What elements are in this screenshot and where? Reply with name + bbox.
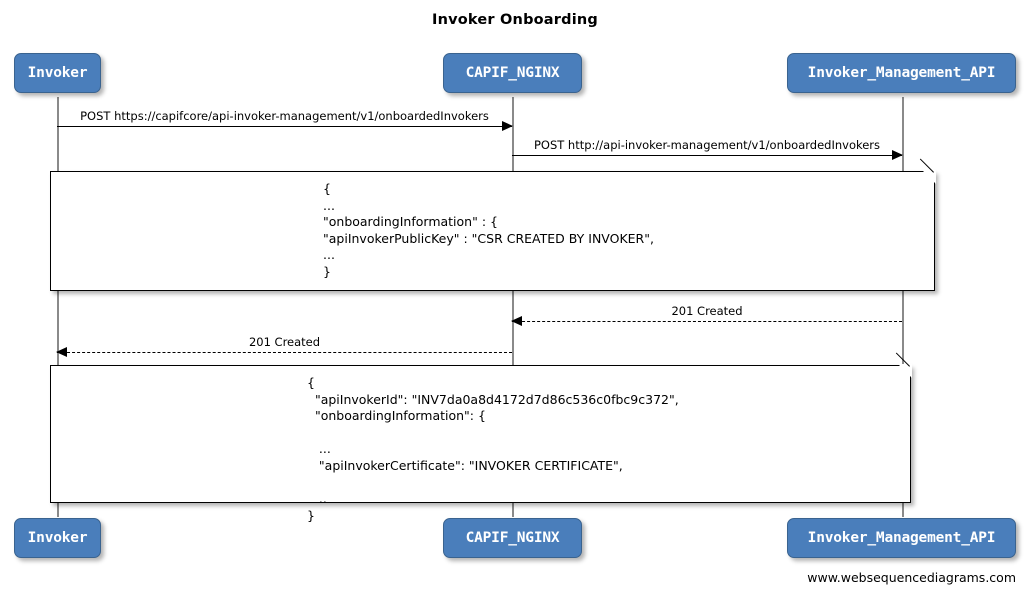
arrowhead-right-icon bbox=[892, 149, 903, 160]
participant-capif-nginx-bottom[interactable]: CAPIF_NGINX bbox=[443, 518, 582, 558]
lifeline-invoker bbox=[57, 97, 59, 517]
note-text: { "apiInvokerId": "INV7da0a8d4172d7d86c5… bbox=[307, 375, 679, 523]
message-line bbox=[512, 155, 902, 156]
note-text: { ... "onboardingInformation" : { "apiIn… bbox=[323, 181, 654, 279]
lifeline-capif-nginx bbox=[512, 97, 514, 517]
participant-invoker-management-api-bottom[interactable]: Invoker_Management_API bbox=[787, 518, 1016, 558]
note-onboarding-response: { "apiInvokerId": "INV7da0a8d4172d7d86c5… bbox=[50, 352, 912, 523]
participant-invoker-top[interactable]: Invoker bbox=[14, 53, 101, 93]
message-label: 201 Created bbox=[512, 304, 902, 318]
message-label: POST https://capifcore/api-invoker-manag… bbox=[57, 109, 512, 123]
note-fold-corner-icon bbox=[897, 364, 912, 379]
message-label: POST http://api-invoker-management/v1/on… bbox=[512, 138, 902, 152]
participant-capif-nginx-top[interactable]: CAPIF_NGINX bbox=[443, 53, 582, 93]
participant-invoker-management-api-top[interactable]: Invoker_Management_API bbox=[787, 53, 1016, 93]
arrowhead-left-icon bbox=[511, 315, 522, 326]
page-title: Invoker Onboarding bbox=[432, 12, 598, 28]
arrowhead-right-icon bbox=[502, 120, 513, 131]
note-fold-corner-icon bbox=[921, 170, 936, 185]
message-line bbox=[512, 321, 902, 322]
lifeline-invoker-management-api bbox=[902, 97, 904, 517]
message-label: 201 Created bbox=[57, 335, 512, 349]
arrowhead-left-icon bbox=[56, 346, 67, 357]
participant-invoker-bottom[interactable]: Invoker bbox=[14, 518, 101, 558]
message-line bbox=[57, 352, 512, 353]
note-onboarding-request: { ... "onboardingInformation" : { "apiIn… bbox=[50, 158, 936, 291]
watermark: www.websequencediagrams.com bbox=[807, 570, 1016, 585]
message-line bbox=[57, 126, 512, 127]
